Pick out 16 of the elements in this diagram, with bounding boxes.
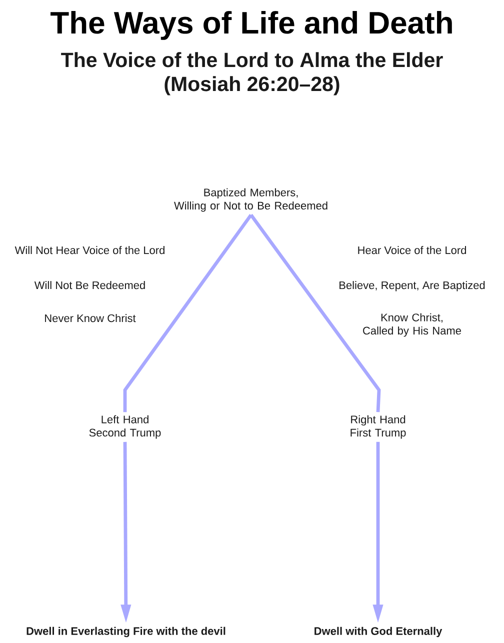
title: The Ways of Life and Death	[50, 11, 452, 40]
annotation-text: Will Not Hear Voice of the Lord	[14, 246, 164, 254]
outcome-label: Dwell with God Eternally	[314, 626, 442, 638]
annotation-text: Hear Voice of the Lord	[358, 246, 466, 254]
text-label: Left Hand Second Trump	[89, 415, 161, 439]
subtitle: (Mosiah 26:20–28)	[164, 76, 340, 96]
connector-line	[123, 214, 252, 412]
annotation-text: Will Not Be Redeemed	[34, 281, 145, 290]
text-label: Right Hand First Trump	[350, 415, 406, 439]
annotation-text: Believe, Repent, Are Baptized	[340, 281, 485, 292]
text-label: Baptized Members, Willing or Not to Be Redeemed	[174, 188, 328, 212]
annotation-text: Never Know Christ	[45, 314, 136, 322]
connector-line	[250, 214, 381, 412]
annotation-text: Know Christ, Called by His Name	[363, 313, 461, 337]
outcome-label: Dwell in Everlasting Fire with the devil	[26, 626, 226, 638]
subtitle: The Voice of the Lord to Alma the Elder	[61, 52, 443, 68]
